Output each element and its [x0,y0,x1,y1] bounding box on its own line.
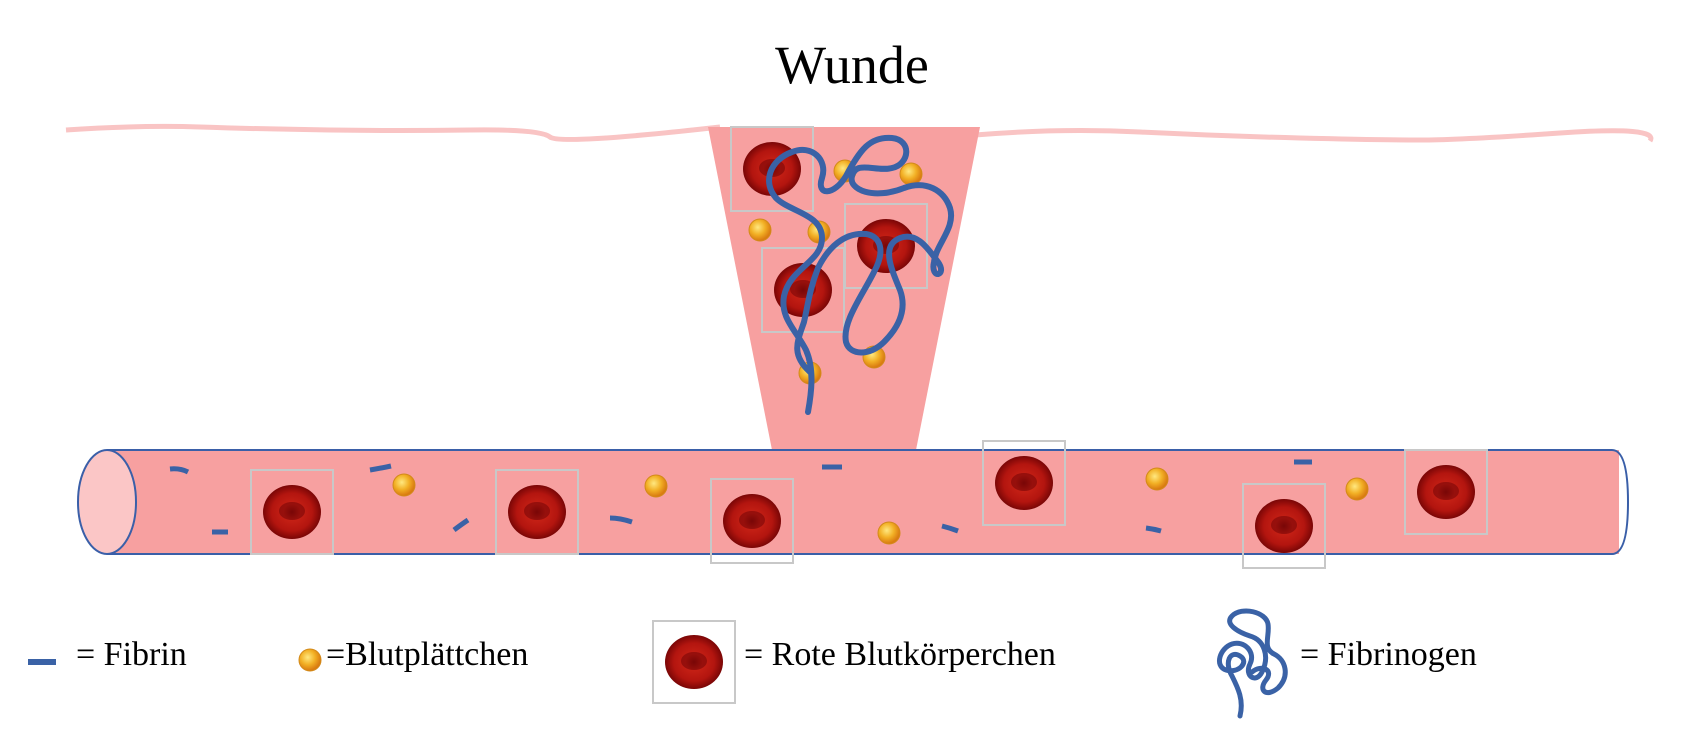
fibrin-strand-icon [452,517,470,533]
legend-platelets-label: =Blutplättchen [326,636,529,673]
fibrinogen-legend-icon [1216,608,1288,719]
blood-vessel [107,450,1619,554]
fibrin-strand-icon [169,466,190,475]
platelet-icon [1145,467,1169,491]
fibrin-strand-icon [369,463,392,473]
platelet-icon [1345,477,1369,501]
vessel-opening [77,449,137,555]
fibrin-strand-icon [1145,525,1162,534]
fibrin-strand-icon [941,523,959,534]
platelet-legend-icon [298,648,322,672]
legend-fibrin-label: = Fibrin [76,636,187,673]
fibrin-strand-icon [609,515,633,525]
skin-surface-left [65,123,721,142]
platelet-icon [748,218,772,242]
platelet-icon [644,474,668,498]
diagram-title: Wunde [775,35,929,95]
legend-red-cells-label: = Rote Blutkörperchen [744,636,1056,673]
fibrin-strands [169,459,1312,535]
skin-surface-right [974,128,1654,143]
fibrinogen-network [766,134,955,415]
platelet-icon [899,162,923,186]
platelet-icon [392,473,416,497]
red-blood-cell-legend-icon [652,620,736,704]
platelet-icon [877,521,901,545]
legend-fibrinogen-label: = Fibrinogen [1300,636,1477,673]
